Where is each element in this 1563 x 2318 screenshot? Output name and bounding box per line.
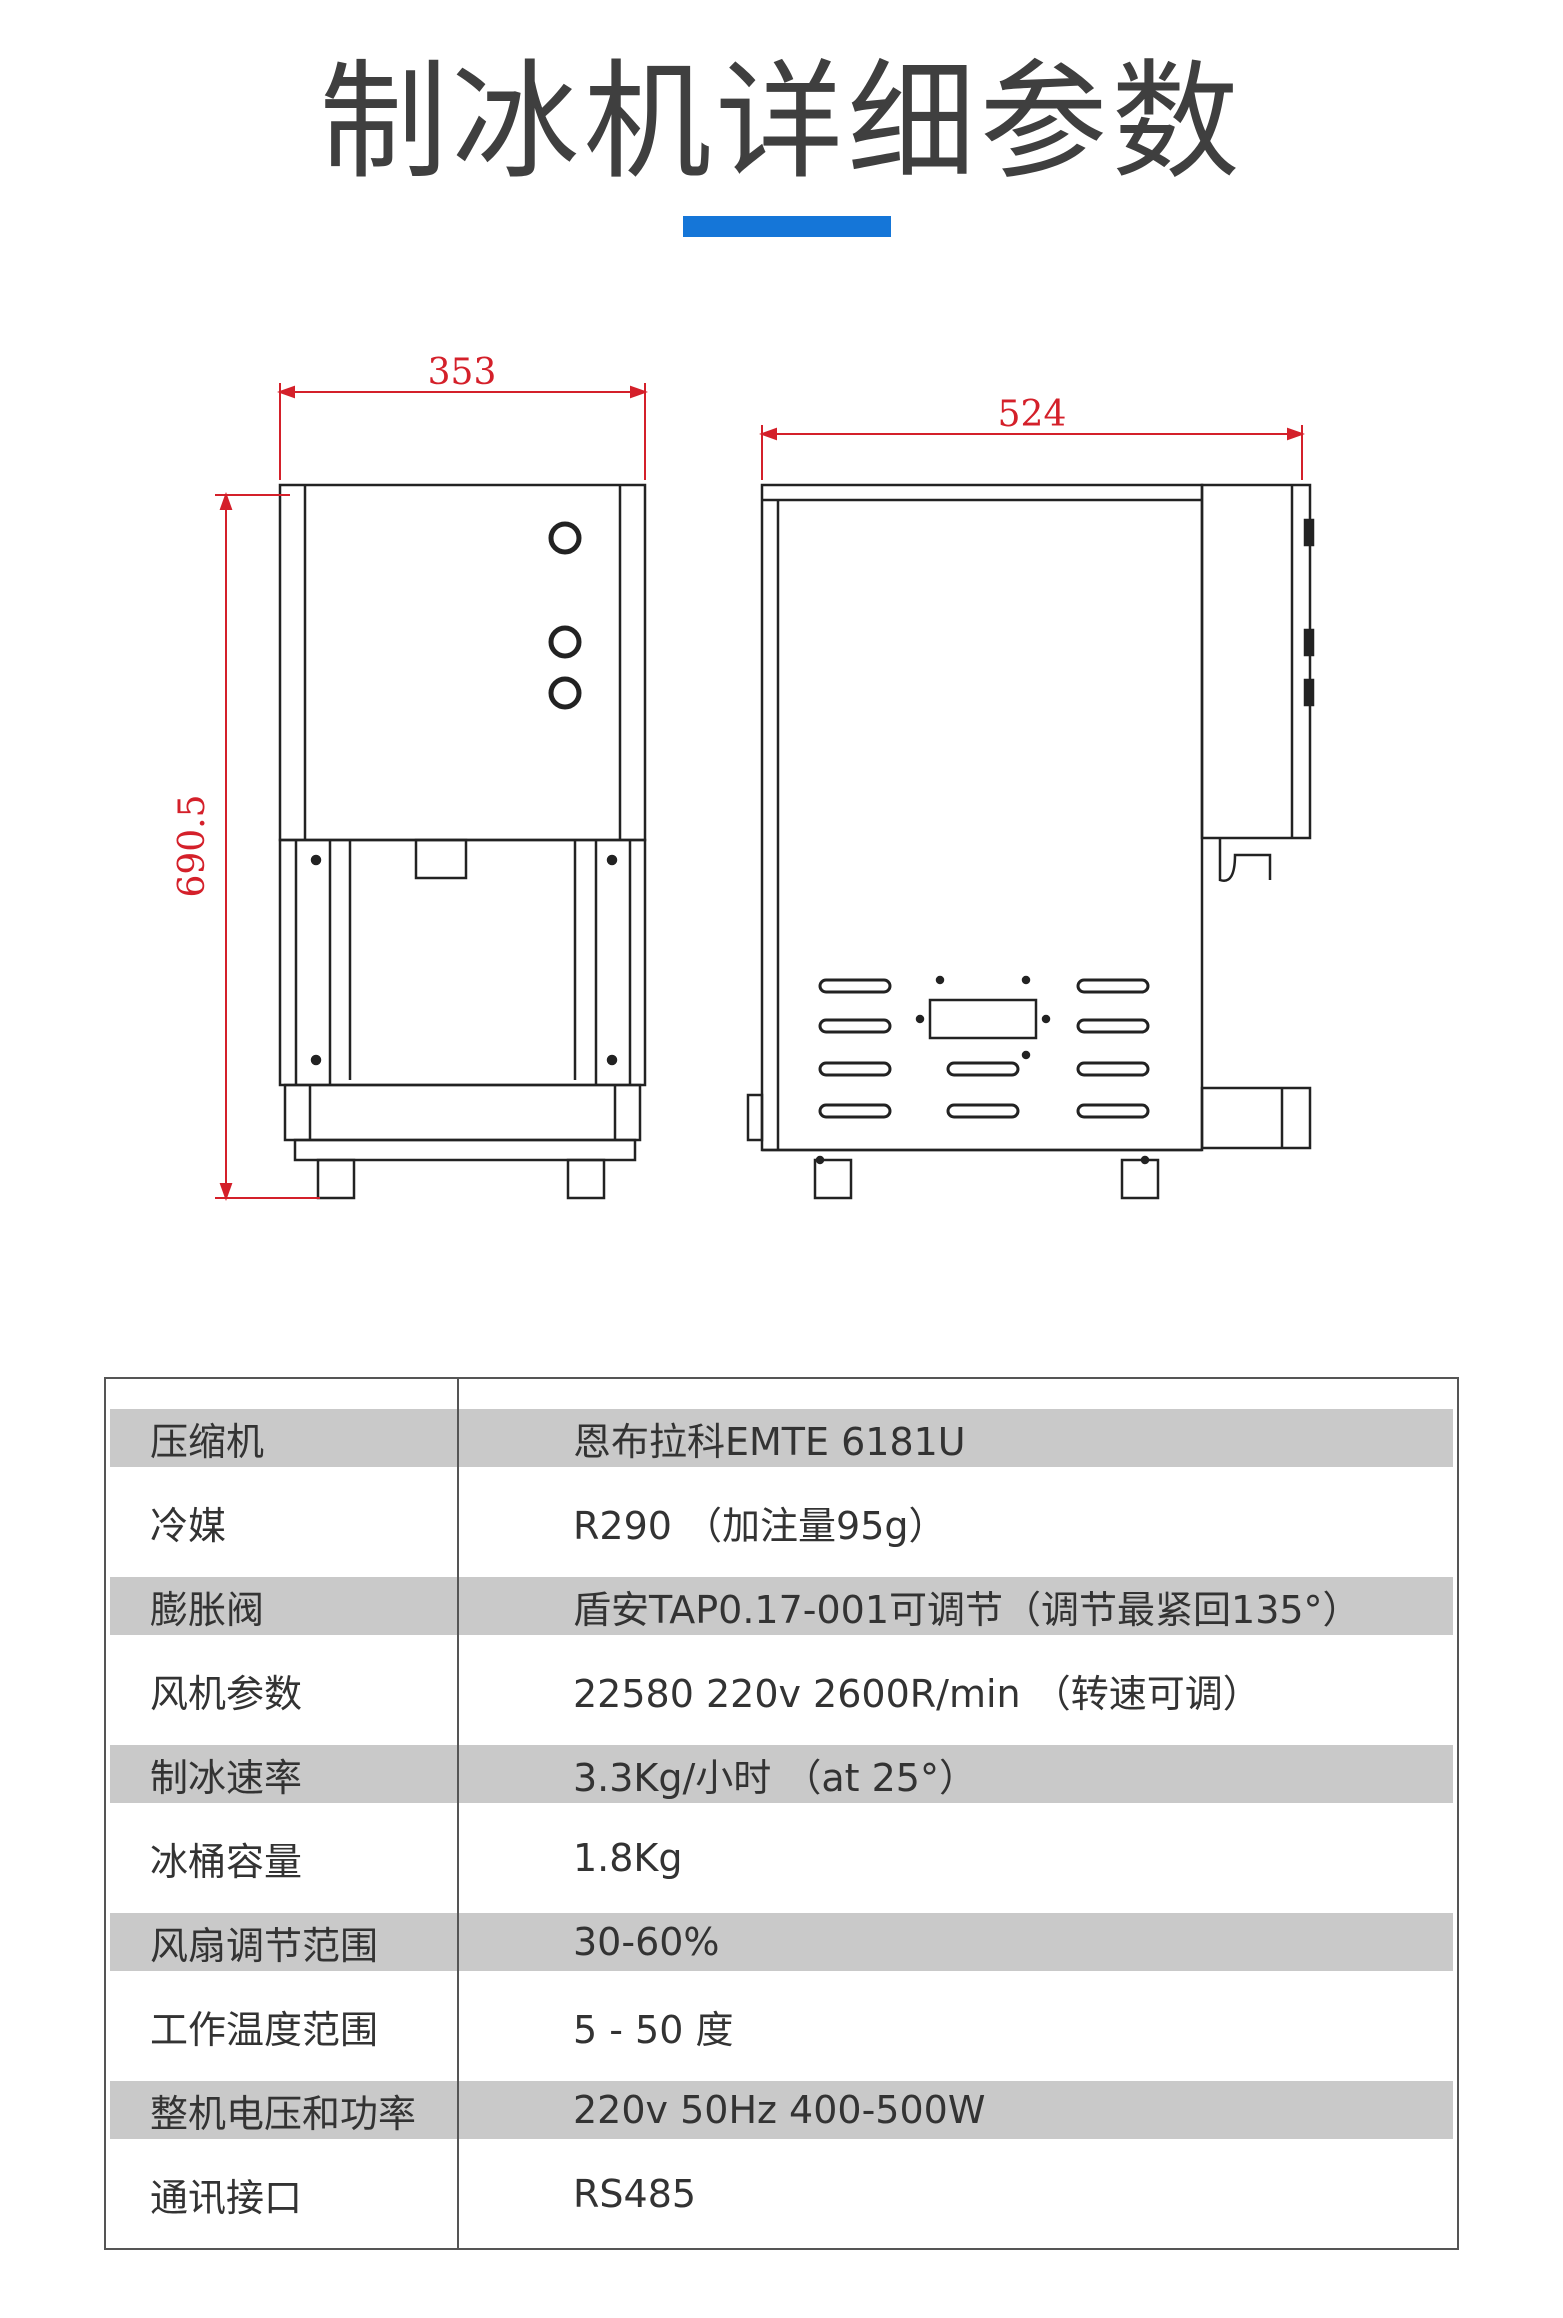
title-underline bbox=[683, 216, 891, 237]
table-row: 通讯接口 RS485 bbox=[110, 2165, 1453, 2223]
spec-label: 冰桶容量 bbox=[150, 1839, 303, 1884]
side-dimension-lines bbox=[759, 425, 1305, 480]
spec-label: 风机参数 bbox=[150, 1671, 303, 1716]
front-width-label: 353 bbox=[428, 352, 497, 393]
spec-label: 压缩机 bbox=[150, 1419, 265, 1464]
spec-value: 30-60% bbox=[573, 1920, 720, 1964]
spec-value: 1.8Kg bbox=[573, 1836, 683, 1880]
table-row: 制冰速率 3.3Kg/小时 （at 25°） bbox=[110, 1745, 1453, 1803]
table-row: 冷媒 R290 （加注量95g） bbox=[110, 1493, 1453, 1551]
spec-value: 盾安TAP0.17-001可调节（调节最紧回135°） bbox=[573, 1587, 1361, 1632]
table-row: 风机参数 22580 220v 2600R/min （转速可调） bbox=[110, 1661, 1453, 1719]
spec-value: R290 （加注量95g） bbox=[573, 1503, 947, 1548]
spec-label: 工作温度范围 bbox=[150, 2007, 379, 2052]
table-row: 冰桶容量 1.8Kg bbox=[110, 1829, 1453, 1887]
spec-label: 制冰速率 bbox=[150, 1755, 303, 1800]
table-row: 压缩机 恩布拉科EMTE 6181U bbox=[110, 1409, 1453, 1467]
column-divider bbox=[457, 1379, 459, 2248]
spec-value: 5 - 50 度 bbox=[573, 2007, 734, 2052]
table-row: 风扇调节范围 30-60% bbox=[110, 1913, 1453, 1971]
front-view-drawing bbox=[278, 483, 647, 1200]
spec-value: 3.3Kg/小时 （at 25°） bbox=[573, 1755, 977, 1800]
spec-label: 风扇调节范围 bbox=[150, 1923, 379, 1968]
spec-label: 冷媒 bbox=[150, 1503, 227, 1548]
table-row: 工作温度范围 5 - 50 度 bbox=[110, 1997, 1453, 2055]
spec-label: 通讯接口 bbox=[150, 2175, 303, 2220]
side-width-label: 524 bbox=[998, 394, 1067, 435]
table-row: 整机电压和功率 220v 50Hz 400-500W bbox=[110, 2081, 1453, 2139]
spec-value: RS485 bbox=[573, 2172, 697, 2216]
spec-value: 22580 220v 2600R/min （转速可调） bbox=[573, 1671, 1261, 1716]
height-label: 690.5 bbox=[172, 794, 213, 897]
table-row: 膨胀阀 盾安TAP0.17-001可调节（调节最紧回135°） bbox=[110, 1577, 1453, 1635]
spec-label: 整机电压和功率 bbox=[150, 2091, 417, 2136]
front-dimension-lines bbox=[215, 383, 648, 1201]
page-title: 制冰机详细参数 bbox=[319, 48, 1244, 197]
spec-label: 膨胀阀 bbox=[150, 1587, 265, 1632]
side-view-drawing bbox=[746, 483, 1315, 1200]
spec-value: 220v 50Hz 400-500W bbox=[573, 2088, 986, 2132]
spec-table: 压缩机 恩布拉科EMTE 6181U 冷媒 R290 （加注量95g） 膨胀阀 … bbox=[104, 1377, 1459, 2250]
spec-value: 恩布拉科EMTE 6181U bbox=[573, 1419, 966, 1464]
dimension-drawings: 353 690.5 bbox=[172, 352, 1315, 1201]
